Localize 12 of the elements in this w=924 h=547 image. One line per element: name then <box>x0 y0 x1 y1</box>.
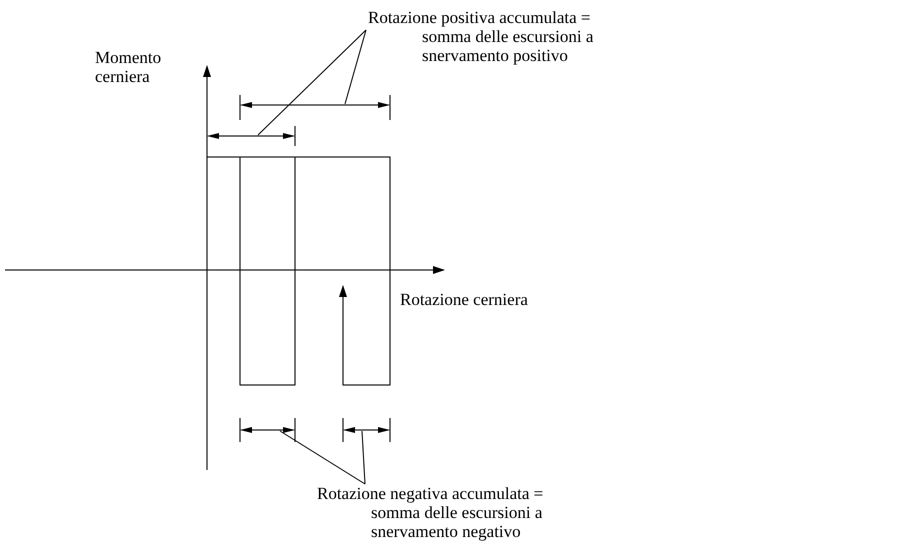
annotation-text: Rotazione negativa accumulata = somma delle escursioni a snervamento negativo <box>317 484 581 541</box>
leader-line <box>362 430 366 484</box>
leader-line <box>258 30 366 136</box>
dimension-line <box>240 94 390 120</box>
dimension-line <box>342 418 390 442</box>
axis-label: Momento cerniera <box>95 48 162 86</box>
dimension-line <box>206 126 296 146</box>
dimension-line <box>240 418 296 442</box>
leader-line <box>280 430 366 484</box>
leader-line <box>344 30 366 104</box>
annotation-text: Rotazione positiva accumulata = somma delle escursioni a snervamento positivo <box>368 8 632 65</box>
axis-label: Rotazione cerniera <box>400 290 529 309</box>
